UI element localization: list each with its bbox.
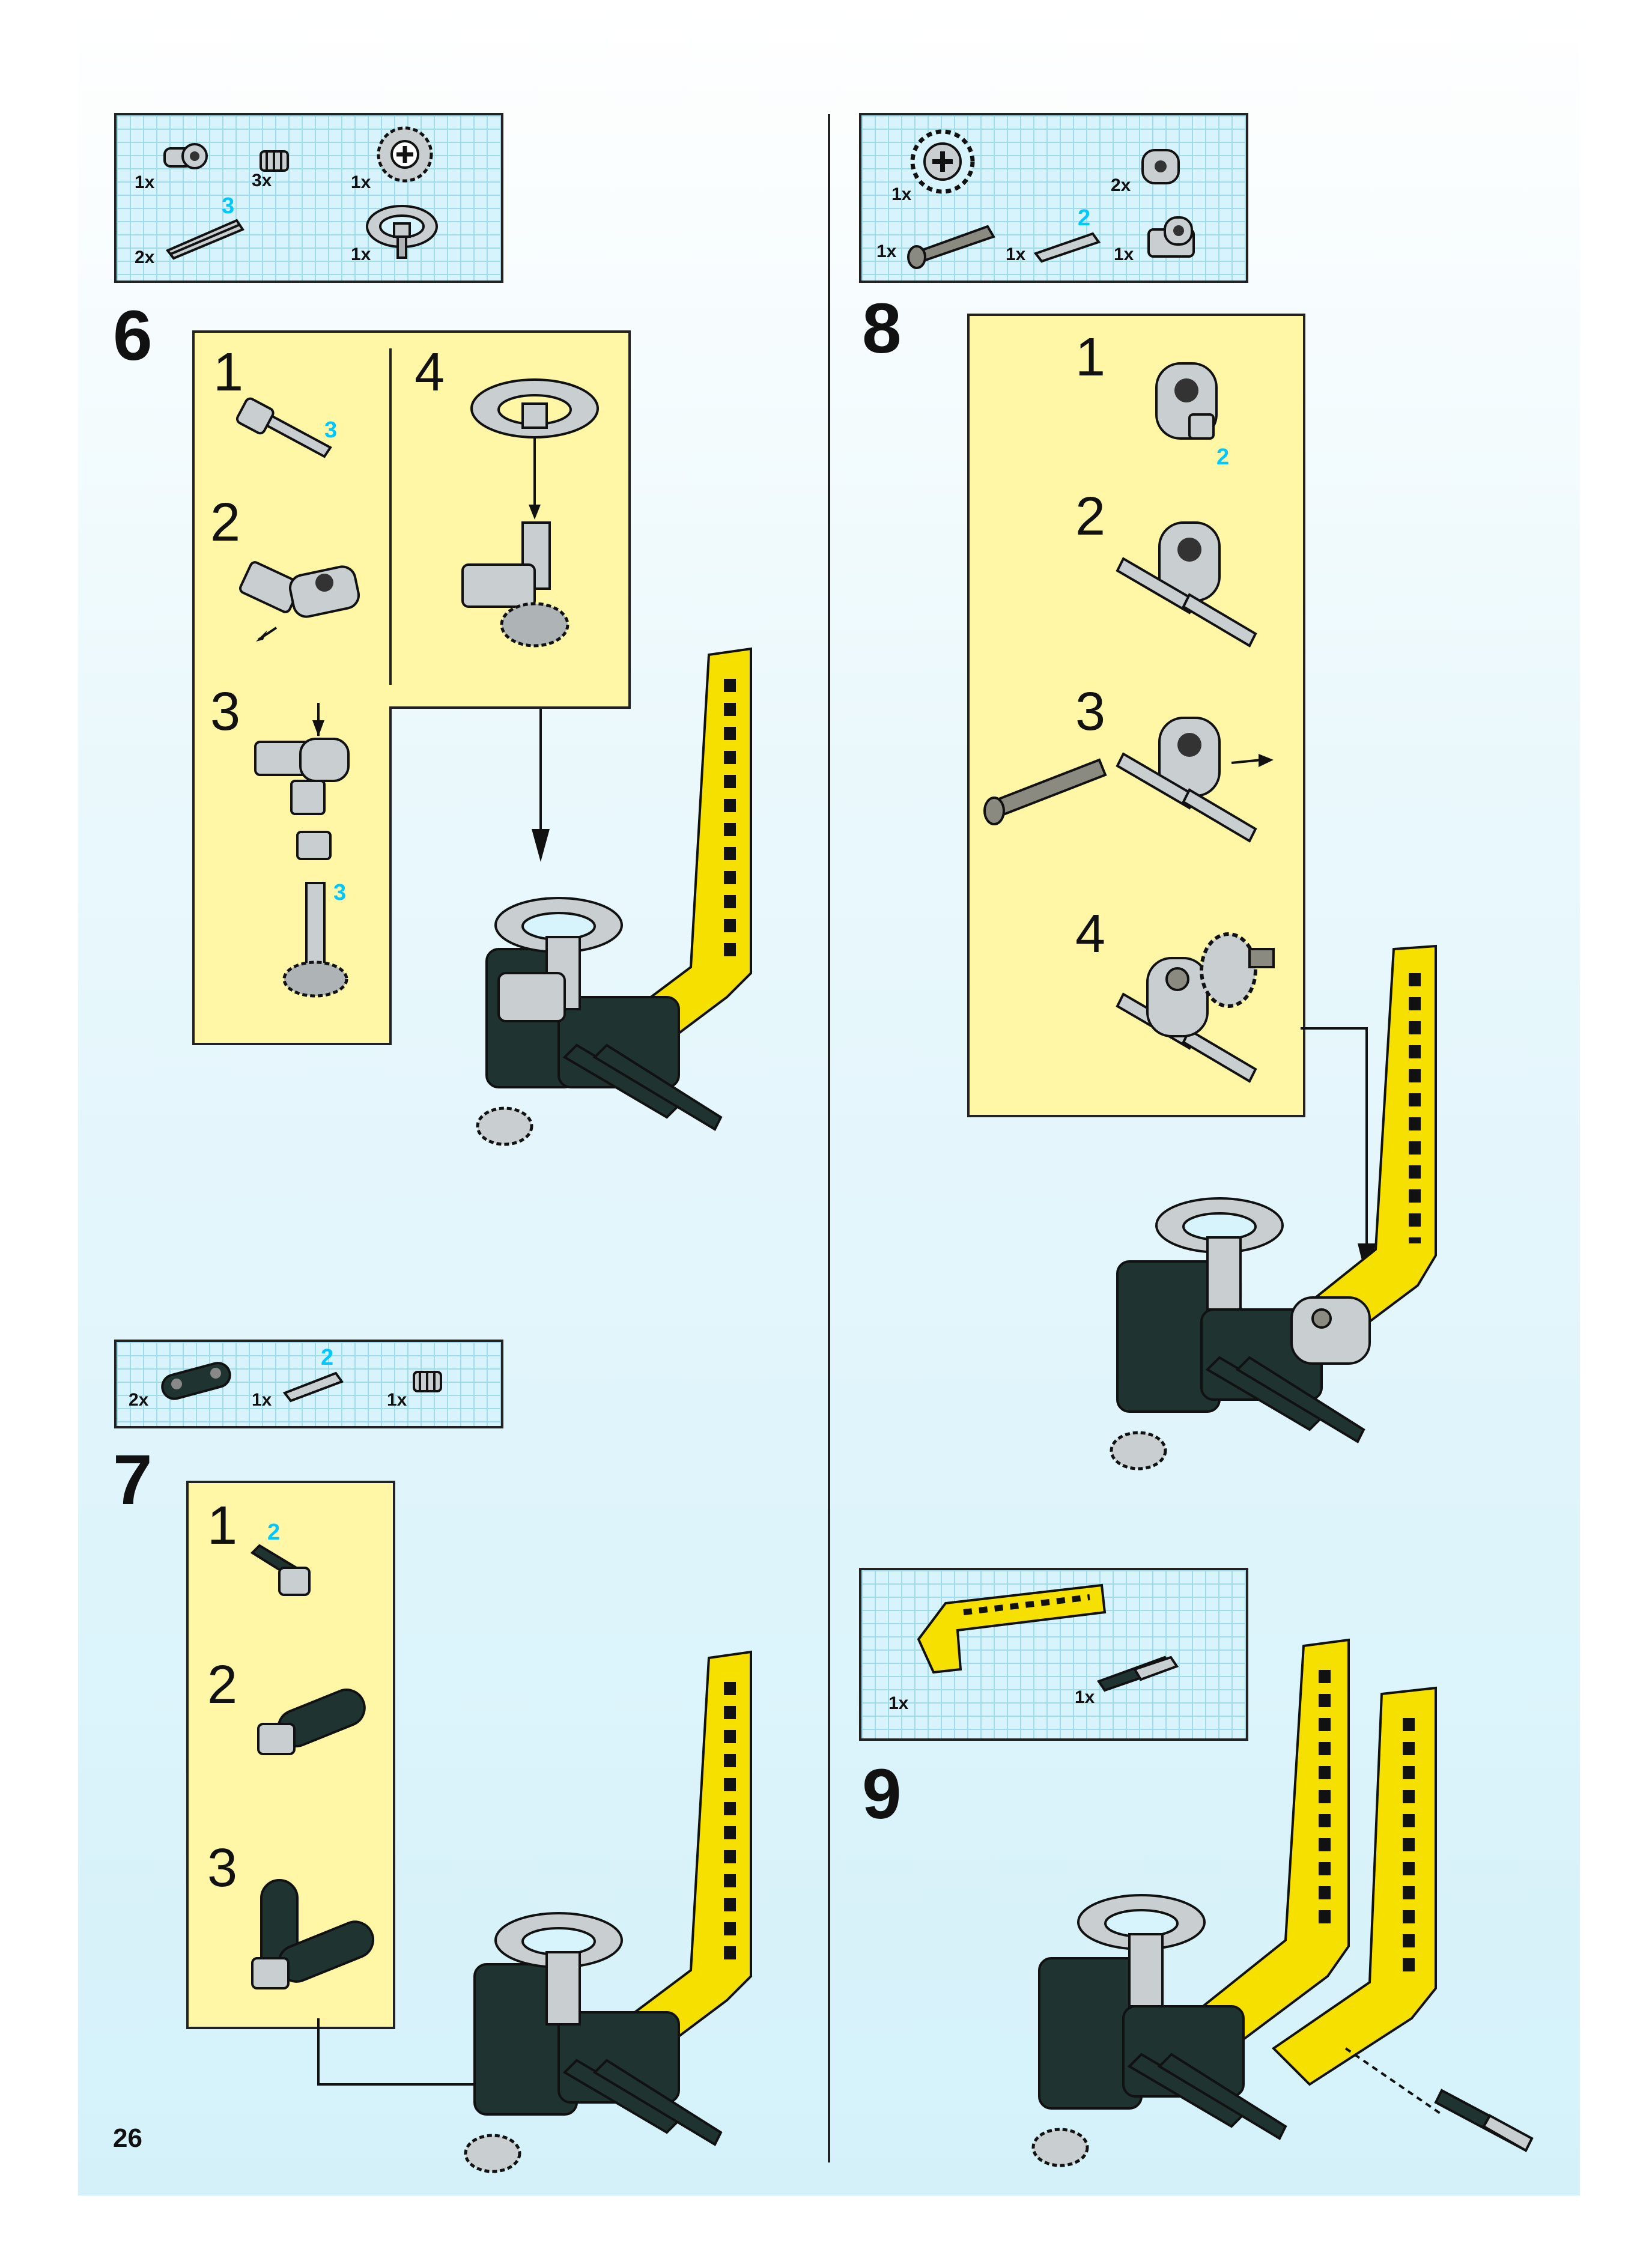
- parts-list-step-7: 2x 2 1x 1x: [114, 1340, 503, 1428]
- model-assembly-step-6: [415, 637, 787, 1153]
- step-number-9: 9: [862, 1759, 902, 1830]
- angled-beam-assembly-icon: [240, 1868, 384, 1994]
- axle-length-callout: 3: [222, 193, 234, 219]
- steering-wheel-icon: [363, 199, 441, 266]
- bush-icon: [411, 1369, 447, 1396]
- perpendicular-connector-icon: [1144, 214, 1198, 263]
- step-number-8: 8: [862, 293, 902, 364]
- axle-length-callout: 2: [1078, 205, 1090, 231]
- substep-number: 2: [1075, 490, 1105, 544]
- substep-number: 1: [1075, 330, 1105, 384]
- substep-number: 2: [207, 1658, 237, 1712]
- axle-assembly-icon: [240, 703, 366, 1003]
- gear-icon: [375, 124, 435, 184]
- perpendicular-connector-icon: [234, 556, 372, 646]
- parts-list-step-8: 1x 2x 1x 2 1x 1x: [859, 113, 1248, 283]
- substep-number: 3: [210, 685, 240, 739]
- connector-with-long-pin-icon: [979, 712, 1262, 868]
- axle-pin-icon: [1033, 226, 1105, 263]
- model-assembly-step-8: [1093, 937, 1466, 1466]
- parts-list-step-6: 1x 3x 1x 3 2x 1x: [114, 113, 503, 283]
- connector-with-axle-icon: [1111, 517, 1262, 661]
- beam-icon: [246, 1682, 372, 1766]
- step-number-6: 6: [113, 300, 153, 371]
- step-number-7: 7: [113, 1445, 153, 1516]
- steering-wheel-assembly-icon: [463, 372, 607, 673]
- model-assembly-step-7: [415, 1640, 787, 2181]
- substep-number: 1: [207, 1499, 237, 1553]
- model-assembly-step-9: [1021, 1628, 1538, 2168]
- column-divider: [828, 114, 830, 2162]
- beam-icon: [159, 1360, 237, 1402]
- substep-number: 2: [210, 496, 240, 550]
- perpendicular-connector-icon: [1138, 145, 1186, 190]
- perpendicular-connector-icon: [1144, 357, 1234, 454]
- perpendicular-connector-icon: [162, 139, 210, 175]
- axle-with-bush-icon: [234, 390, 342, 475]
- substep-number: 4: [415, 345, 445, 399]
- substep-number: 3: [207, 1841, 237, 1895]
- axle-length-callout: 2: [321, 1345, 333, 1371]
- gear-icon: [906, 127, 979, 196]
- page-number: 26: [113, 2123, 142, 2153]
- axle-pin-icon: [282, 1366, 348, 1402]
- pin-icon: [246, 1541, 318, 1601]
- axle-icon: [165, 211, 249, 259]
- long-pin-icon: [903, 217, 1000, 266]
